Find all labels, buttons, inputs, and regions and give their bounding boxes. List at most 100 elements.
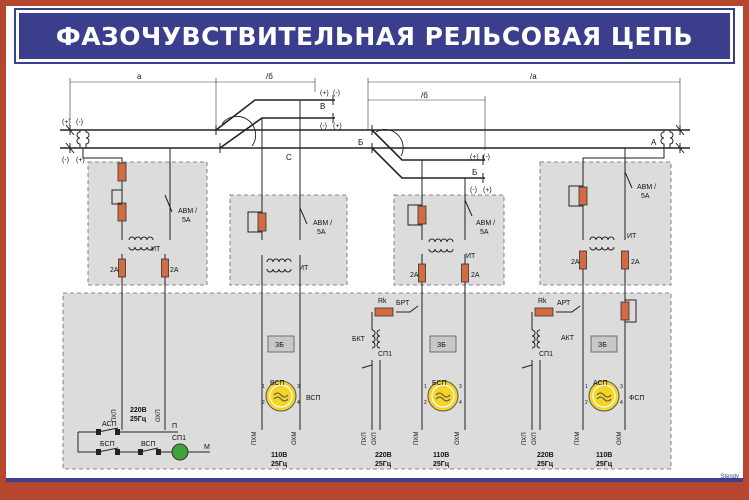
svg-text:2: 2 [262,400,265,406]
svg-text:ИТ: ИТ [627,233,637,240]
page-title: ФАЗОЧУВСТВИТЕЛЬНАЯ РЕЛЬСОВАЯ ЦЕПЬ [55,21,694,51]
svg-text:220В: 220В [537,452,554,459]
svg-text:СП1: СП1 [378,351,392,358]
svg-text:(+): (+) [62,119,71,126]
insulating-joints [65,95,685,183]
circuit-left [82,148,171,430]
svg-text:ФСП: ФСП [629,395,644,402]
svg-text:1: 1 [424,384,427,390]
svg-text:Rk: Rk [538,298,547,305]
svg-text:ОХП: ОХП [156,409,162,422]
svg-text:1: 1 [262,384,265,390]
brand-logo: Stendy [720,474,739,480]
svg-text:ИТ: ИТ [466,253,476,260]
svg-text:(+): (+) [333,123,342,130]
svg-text:2А: 2А [110,267,119,274]
polarity-labels: (+)(-) (-)(+) (+)(-) (-)(+) (+)(-) (-)(+… [62,90,492,194]
svg-text:2А: 2А [471,272,480,279]
panel-left-top [87,161,208,286]
frame-bottom [0,482,749,500]
svg-text:25Гц: 25Гц [433,461,450,468]
dim-d: /а [530,72,537,81]
svg-text:(-): (-) [333,90,340,97]
svg-text:АСП: АСП [102,421,117,428]
svg-text:АСП: АСП [593,380,608,387]
svg-text:25Гц: 25Гц [596,461,613,468]
svg-text:3: 3 [459,384,462,390]
svg-text:БСП: БСП [100,441,115,448]
circuit-mid [261,100,301,430]
frame-right [743,0,749,500]
svg-text:4: 4 [297,400,300,406]
svg-text:(+): (+) [320,90,329,97]
svg-text:2А: 2А [571,259,580,266]
svg-text:ПХП: ПХП [362,432,368,445]
svg-text:СП1: СП1 [539,351,553,358]
svg-text:(-): (-) [320,123,327,130]
svg-text:ОХП: ОХП [372,432,378,445]
point-v: В [320,102,325,111]
svg-text:2А: 2А [631,259,640,266]
svg-text:(+): (+) [470,154,479,161]
panel-bottom [62,292,672,470]
svg-text:АКТ: АКТ [561,335,575,342]
frame-bottom-line [6,478,743,482]
svg-text:ЗБ: ЗБ [437,342,446,349]
svg-text:5А: 5А [480,229,489,236]
dim-b: /б [266,72,273,81]
svg-text:3: 3 [620,384,623,390]
track-relay-chain [77,427,210,453]
svg-text:БРТ: БРТ [396,300,410,307]
point-a: А [651,138,657,147]
svg-text:2А: 2А [170,267,179,274]
title-bar: ФАЗОЧУВСТВИТЕЛЬНАЯ РЕЛЬСОВАЯ ЦЕПЬ [14,8,735,64]
svg-text:2: 2 [585,400,588,406]
svg-text:ОХМ: ОХМ [292,432,298,445]
svg-text:(-): (-) [62,157,69,164]
svg-text:АВМ /: АВМ / [476,220,495,227]
svg-text:АВМ /: АВМ / [637,184,656,191]
rail-transformer-left [76,130,90,148]
svg-text:ВСП: ВСП [306,395,321,402]
circuit-center [421,160,466,430]
panel-mid-top [229,194,348,286]
svg-text:ИТ: ИТ [299,265,309,272]
avm-label-1: АВМ / [178,208,197,215]
svg-text:СП1: СП1 [172,435,186,442]
panel-center-top [393,194,505,286]
svg-text:25Гц: 25Гц [271,461,288,468]
svg-text:ПХМ: ПХМ [414,432,420,445]
svg-text:4: 4 [459,400,462,406]
frame-left [0,0,6,500]
svg-text:БКТ: БКТ [352,336,366,343]
dim-c: /б [421,91,428,100]
svg-text:БСП: БСП [432,380,447,387]
it-label-1: ИТ [151,246,161,253]
svg-text:220В: 220В [375,452,392,459]
svg-text:1: 1 [585,384,588,390]
svg-text:ПХМ: ПХМ [252,432,258,445]
svg-text:5А: 5А [641,193,650,200]
svg-text:(+): (+) [483,187,492,194]
point-b2: Б [472,168,477,177]
svg-text:(+): (+) [76,157,85,164]
svg-text:(-): (-) [76,119,83,126]
svg-text:ВСП: ВСП [141,441,156,448]
panel-boxes [62,161,672,470]
svg-text:2А: 2А [410,272,419,279]
svg-text:ПХП: ПХП [112,409,118,422]
point-labels: А Б В С Б [286,102,657,177]
svg-text:ОХП: ОХП [532,432,538,445]
svg-text:АРТ: АРТ [557,300,571,307]
svg-text:АВМ /: АВМ / [313,220,332,227]
svg-text:25Гц: 25Гц [537,461,554,468]
svg-text:110В: 110В [271,452,287,459]
svg-text:25Гц: 25Гц [130,416,147,423]
svg-text:25Гц: 25Гц [375,461,392,468]
point-s: С [286,153,292,162]
svg-text:ОХМ: ОХМ [455,432,461,445]
svg-text:2: 2 [424,400,427,406]
svg-text:3: 3 [297,384,300,390]
